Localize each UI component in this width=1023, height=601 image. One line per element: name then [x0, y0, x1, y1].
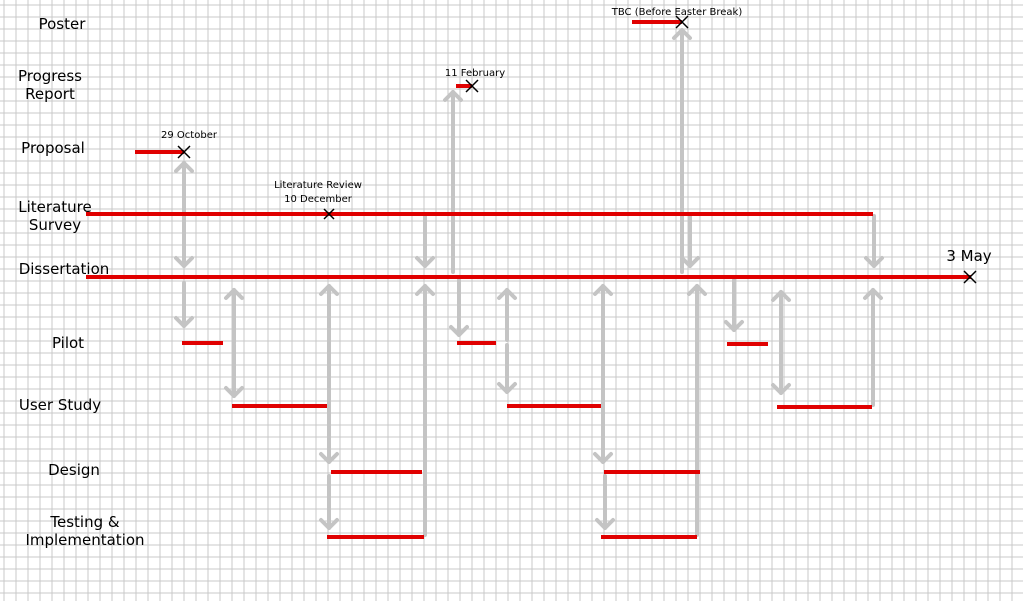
- row-label-testing-implementation: Testing &: [49, 513, 120, 531]
- arrowhead-down: [864, 256, 884, 268]
- flow-design-testing-1: [319, 474, 339, 530]
- dissertation-deadline-marker: [963, 270, 977, 284]
- arrowhead-up: [672, 28, 692, 40]
- arrowhead-down: [680, 256, 700, 268]
- flow-dissertation-design-1: [319, 284, 339, 464]
- flow-literature-dissertation-3: [864, 214, 884, 268]
- literature-review-deadline-marker: [323, 208, 335, 220]
- milestone-label-dissertation-deadline: 3 May: [946, 247, 991, 265]
- marker-stroke: [675, 15, 689, 29]
- row-label-progress-report: Report: [25, 85, 75, 103]
- arrowhead-down: [593, 452, 613, 464]
- row-label-literature-survey: Literature: [18, 198, 91, 216]
- arrowhead-up: [863, 288, 883, 300]
- row-label-progress-report: Progress: [18, 67, 82, 85]
- flow-pilot-userstudy-3: [771, 290, 791, 395]
- row-label-design: Design: [48, 461, 100, 479]
- arrowhead-down: [319, 518, 339, 530]
- arrowhead-down: [771, 383, 791, 395]
- milestone-label-proposal-deadline: 29 October: [161, 130, 218, 141]
- arrowhead-up: [771, 290, 791, 302]
- arrowhead-up: [443, 90, 463, 102]
- arrowhead-down: [724, 320, 744, 332]
- row-label-testing-implementation: Implementation: [25, 531, 144, 549]
- flow-userstudy-dissertation-1: [224, 288, 244, 345]
- flow-poster-dissertation: [672, 28, 692, 274]
- arrowhead-down: [224, 386, 244, 398]
- flow-dissertation-design-2: [593, 284, 613, 464]
- flow-literature-dissertation-2: [680, 214, 700, 268]
- flow-dissertation-pilot-1: [174, 281, 194, 328]
- flow-arrows: [174, 28, 884, 537]
- task-bars: [86, 20, 971, 539]
- milestone-label-poster-deadline: TBC (Before Easter Break): [611, 7, 743, 18]
- flow-testing-dissertation-2: [687, 284, 707, 537]
- row-label-proposal: Proposal: [21, 139, 85, 157]
- row-label-poster: Poster: [39, 15, 87, 33]
- arrowhead-down: [595, 518, 615, 530]
- row-label-literature-survey: Survey: [29, 216, 81, 234]
- marker-stroke: [177, 145, 191, 159]
- flow-testing-dissertation-1: [415, 284, 435, 537]
- arrowhead-up: [415, 284, 435, 296]
- milestone-label-literature-review-deadline: 10 December: [284, 194, 353, 205]
- deadline-markers: [177, 15, 977, 284]
- arrowhead-down: [174, 256, 194, 268]
- arrowhead-down: [415, 256, 435, 268]
- row-label-dissertation: Dissertation: [19, 260, 110, 278]
- proposal-deadline-marker: [177, 145, 191, 159]
- arrowhead-up: [687, 284, 707, 296]
- arrowhead-down: [319, 452, 339, 464]
- arrowhead-down: [449, 325, 469, 337]
- flow-userstudy-dissertation-3: [863, 288, 883, 407]
- arrowhead-down: [174, 316, 194, 328]
- milestone-label-literature-review-deadline: Literature Review: [274, 180, 362, 191]
- poster-deadline-marker: [675, 15, 689, 29]
- arrowhead-up: [593, 284, 613, 296]
- milestone-label-progress-report-deadline: 11 February: [445, 68, 505, 79]
- flow-dissertation-pilot-3: [724, 278, 744, 332]
- row-label-pilot: Pilot: [52, 334, 84, 352]
- flow-pilot-userstudy-2: [497, 343, 517, 394]
- flow-literature-dissertation-1: [415, 214, 435, 268]
- flow-progress-dissertation: [443, 90, 463, 274]
- marker-stroke: [465, 79, 479, 93]
- marker-stroke: [323, 208, 335, 220]
- arrowhead-up: [319, 284, 339, 296]
- flow-design-testing-2: [595, 474, 615, 530]
- row-labels: PosterProgressReportProposalLiteratureSu…: [18, 15, 145, 549]
- arrowhead-up: [224, 288, 244, 300]
- flow-dissertation-pilot-2: [449, 278, 469, 337]
- progress-report-deadline-marker: [465, 79, 479, 93]
- marker-stroke: [963, 270, 977, 284]
- flow-userstudy-dissertation-2: [497, 288, 517, 342]
- arrowhead-up: [174, 161, 194, 173]
- arrowhead-up: [497, 288, 517, 300]
- row-label-user-study: User Study: [19, 396, 101, 414]
- flow-pilot-userstudy-1: [224, 343, 244, 398]
- arrowhead-down: [497, 382, 517, 394]
